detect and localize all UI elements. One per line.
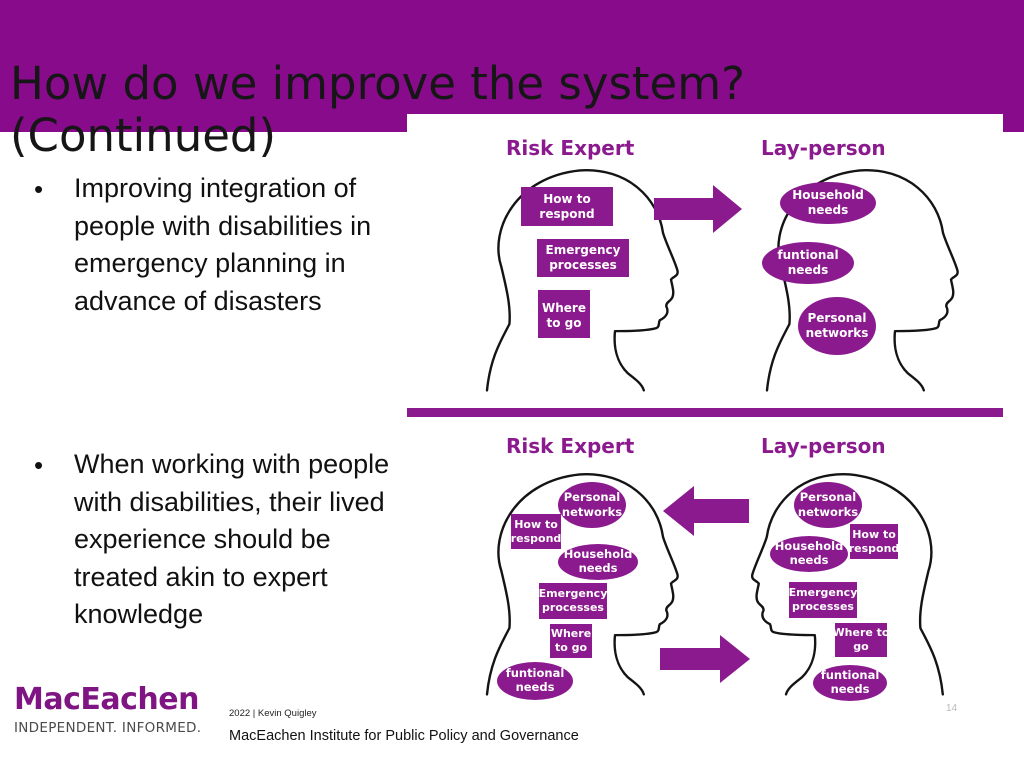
logo-tagline: INDEPENDENT. INFORMED.	[14, 720, 202, 736]
slide-title: How do we improve the system? (Continued…	[10, 57, 745, 162]
header-bar	[0, 0, 1024, 132]
arrow-left-icon	[663, 486, 749, 536]
page-number: 14	[946, 703, 958, 714]
bullet-text: Improving integration of people with dis…	[74, 173, 372, 316]
footer-credit: 2022 | Kevin Quigley	[229, 708, 317, 719]
risk-expert-label: Risk Expert	[506, 434, 635, 458]
footer-institute: MacEachen Institute for Public Policy an…	[229, 728, 579, 744]
bullet-marker: •	[34, 174, 44, 204]
arrow-right-icon	[654, 185, 742, 233]
lay-person-label: Lay-person	[761, 434, 886, 458]
panel-divider	[407, 408, 1003, 417]
risk-expert-label: Risk Expert	[506, 136, 635, 160]
bullet-marker: •	[34, 450, 44, 480]
bullet-text: When working with people with disabiliti…	[74, 449, 390, 629]
logo-wordmark: MacEachen	[14, 682, 199, 717]
bullet-item: • Improving integration of people with d…	[30, 170, 410, 320]
arrow-right-icon	[660, 635, 750, 683]
lay-person-label: Lay-person	[761, 136, 886, 160]
bullet-item: • When working with people with disabili…	[30, 446, 410, 634]
maceachen-logo: MacEachen INDEPENDENT. INFORMED.	[14, 682, 202, 737]
